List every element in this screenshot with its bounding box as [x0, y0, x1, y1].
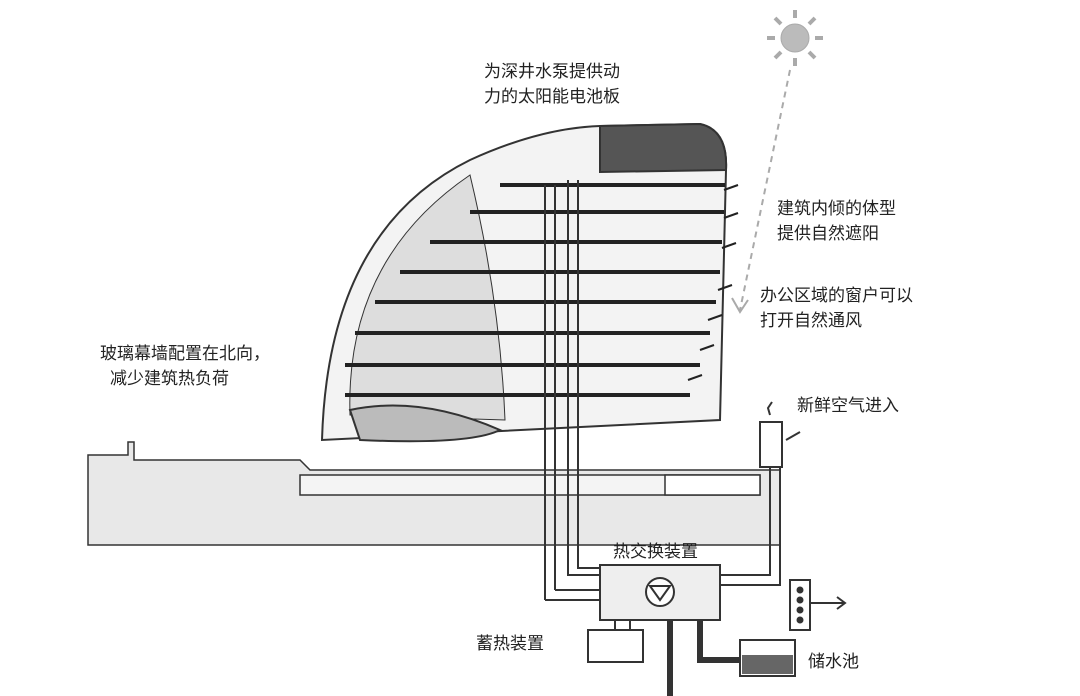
water-pipes — [544, 180, 781, 601]
facade-arrows — [687, 184, 739, 381]
heat-exchanger-label: 热交换装置 — [613, 542, 698, 562]
solar-panel-label: 为深井水泵提供动 力的太阳能电池板 — [484, 60, 620, 110]
fresh-air-label: 新鲜空气进入 — [797, 396, 899, 416]
water-reservoir — [739, 639, 796, 677]
glass-facade-label-line1: 玻璃幕墙配置在北向， — [100, 344, 270, 364]
ground-slab — [87, 441, 781, 546]
glass-facade-label-line2: 减少建筑热负荷 — [110, 369, 229, 389]
fresh-air-intake — [759, 401, 801, 468]
floor-slabs — [345, 183, 725, 397]
heat-storage-label: 蓄热装置 — [476, 634, 544, 654]
inclined-form-label-line1: 建筑内倾的体型 — [777, 199, 896, 219]
solar-panel-label-line2: 力的太阳能电池板 — [484, 87, 620, 107]
water-reservoir-label: 储水池 — [808, 652, 859, 672]
windows-label-line1: 办公区域的窗户可以 — [760, 286, 913, 306]
glass-facade-label: 玻璃幕墙配置在北向， 减少建筑热负荷 — [100, 342, 270, 392]
building-shell — [320, 122, 728, 443]
well-pipes — [667, 620, 745, 696]
heat-storage-unit — [587, 620, 644, 663]
sun-ray-arrow — [731, 69, 791, 314]
windows-label: 办公区域的窗户可以 打开自然通风 — [760, 284, 913, 334]
windows-label-line2: 打开自然通风 — [760, 311, 862, 331]
inclined-form-label: 建筑内倾的体型 提供自然遮阳 — [777, 197, 896, 247]
solar-panel-label-line1: 为深井水泵提供动 — [484, 62, 620, 82]
heat-exchanger — [599, 564, 721, 621]
inclined-form-label-line2: 提供自然遮阳 — [777, 224, 879, 244]
outlet-panel — [789, 579, 847, 631]
sun-icon — [767, 10, 823, 66]
